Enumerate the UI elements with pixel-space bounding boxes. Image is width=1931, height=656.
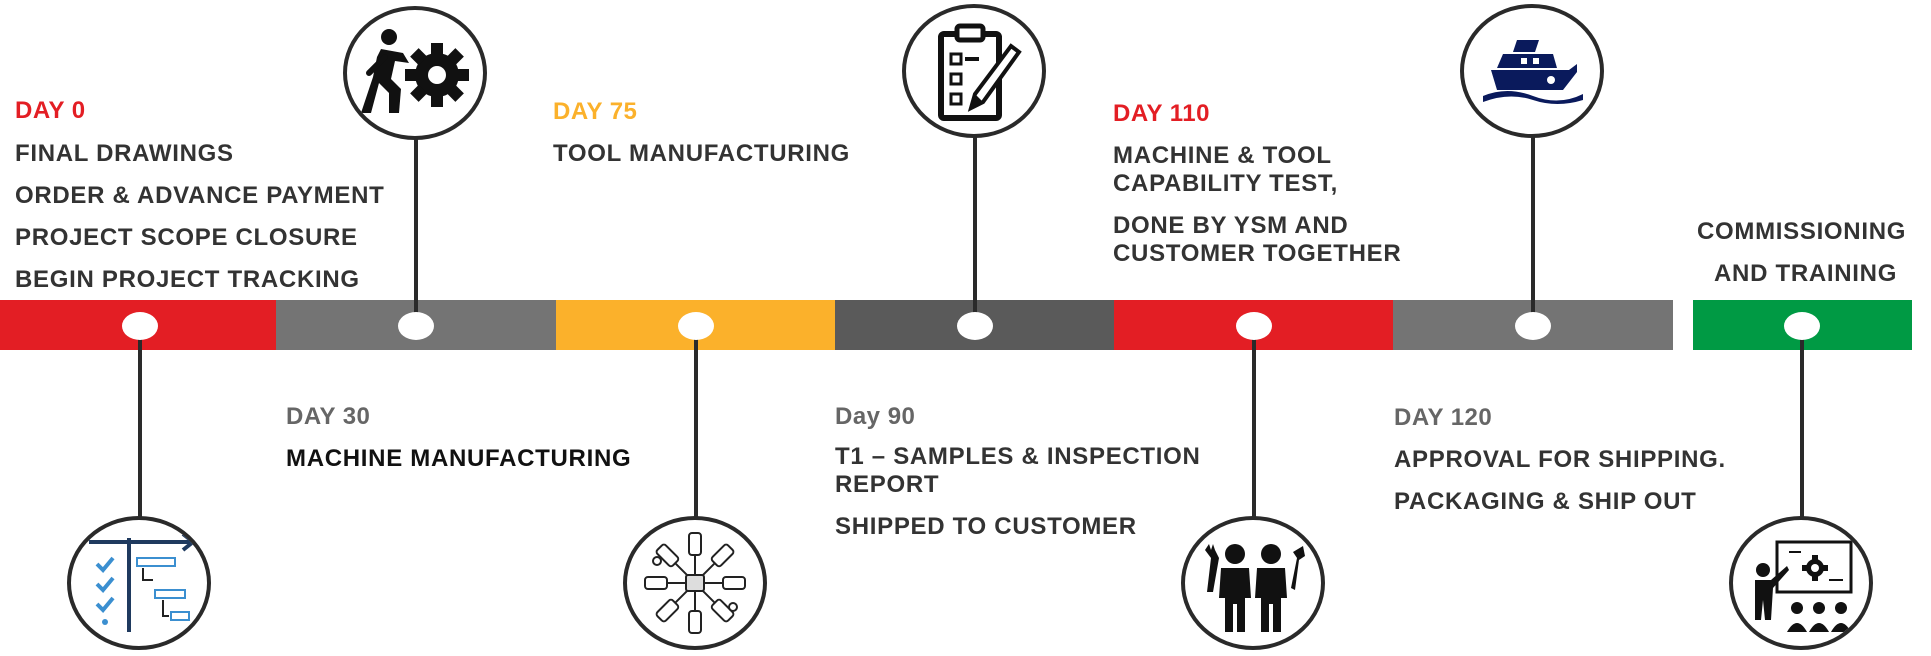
milestone-dot-day-75: [678, 312, 714, 340]
day-0-line-1: FINAL DRAWINGS: [15, 140, 234, 167]
stem-day-0: [138, 326, 142, 518]
stem-day-110: [1252, 326, 1256, 518]
stem-commissioning: [1800, 326, 1804, 518]
person-pushing-gear-icon: [343, 6, 487, 140]
day-110-line-2: CAPABILITY TEST,: [1113, 170, 1338, 197]
day-120-line-2: PACKAGING & SHIP OUT: [1394, 488, 1697, 515]
day-0-line-4: BEGIN PROJECT TRACKING: [15, 266, 360, 293]
stem-day-90: [973, 136, 977, 326]
day-90-line-2: REPORT: [835, 471, 940, 498]
workers-with-tools-icon: [1181, 516, 1325, 650]
gantt-chart-icon: [67, 516, 211, 650]
milestone-dot-day-0: [122, 312, 158, 340]
milestone-dot-day-110: [1236, 312, 1272, 340]
day-110-line-1: MACHINE & TOOL: [1113, 142, 1332, 169]
clipboard-checklist-icon: [902, 4, 1046, 138]
stem-day-75: [694, 326, 698, 518]
commissioning-line-1: COMMISSIONING: [1697, 218, 1907, 245]
day-30-label: DAY 30: [286, 403, 371, 430]
day-110-line-4: CUSTOMER TOGETHER: [1113, 240, 1402, 267]
day-75-line-1: TOOL MANUFACTURING: [553, 140, 851, 167]
milestone-dot-commissioning: [1784, 312, 1820, 340]
ship-icon: [1460, 4, 1604, 138]
milestone-dot-day-120: [1515, 312, 1551, 340]
day-120-line-1: APPROVAL FOR SHIPPING.: [1394, 446, 1726, 473]
stem-day-120: [1531, 136, 1535, 326]
day-90-label: Day 90: [835, 403, 916, 430]
day-0-line-3: PROJECT SCOPE CLOSURE: [15, 224, 358, 251]
day-90-line-3: SHIPPED TO CUSTOMER: [835, 513, 1137, 540]
day-75-label: DAY 75: [553, 98, 638, 125]
day-120-label: DAY 120: [1394, 404, 1493, 431]
day-0-line-2: ORDER & ADVANCE PAYMENT: [15, 182, 385, 209]
milestone-dot-day-90: [957, 312, 993, 340]
stem-day-30: [414, 138, 418, 326]
day-110-line-3: DONE BY YSM AND: [1113, 212, 1349, 239]
engine-pistons-icon: [623, 516, 767, 650]
milestone-dot-day-30: [398, 312, 434, 340]
day-110-label: DAY 110: [1113, 100, 1210, 127]
day-30-line-1: MACHINE MANUFACTURING: [286, 445, 632, 472]
day-90-line-1: T1 – SAMPLES & INSPECTION: [835, 443, 1201, 470]
presentation-training-icon: [1729, 516, 1873, 650]
commissioning-line-2: AND TRAINING: [1714, 260, 1898, 287]
day-0-label: DAY 0: [15, 97, 86, 124]
